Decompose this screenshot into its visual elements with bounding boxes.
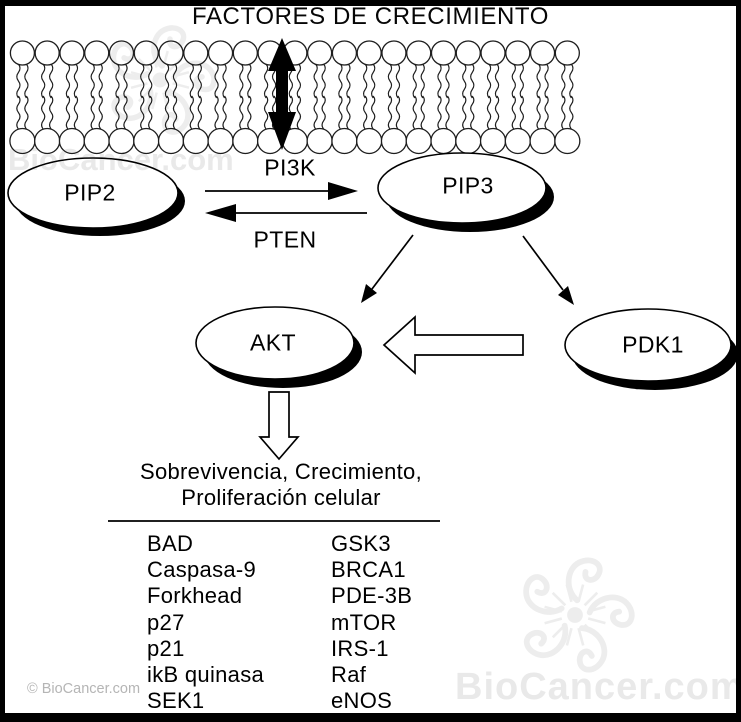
target-item: BAD xyxy=(147,531,194,556)
node-pip2-label: PIP2 xyxy=(64,179,116,206)
target-item: PDE-3B xyxy=(331,583,413,609)
outcomes-line-2: Proliferación celular xyxy=(181,485,381,510)
outcomes-line-1: Sobrevivencia, Crecimiento, xyxy=(140,459,422,484)
target-item: eNOS xyxy=(331,688,393,714)
lipid-bilayer-membrane xyxy=(9,40,581,155)
target-item: p27 xyxy=(147,609,185,635)
enzyme-pten-label: PTEN xyxy=(253,226,317,253)
node-pip2 xyxy=(7,157,185,236)
node-pip3-label: PIP3 xyxy=(442,172,494,199)
target-item: Forkhead xyxy=(147,583,243,609)
target-item: mTOR xyxy=(331,609,397,635)
arrow-pip2-to-pip3 xyxy=(205,182,358,200)
enzyme-pi3k-label: PI3K xyxy=(264,154,316,181)
block-arrow-pdk1-to-akt xyxy=(382,315,524,375)
arrow-pip3-to-pdk1 xyxy=(522,235,574,305)
target-item: ikB quinasa xyxy=(147,662,265,688)
target-item: Caspasa-9 xyxy=(147,557,257,583)
node-pip3 xyxy=(377,152,554,232)
target-item: IRS-1 xyxy=(331,635,389,661)
block-arrow-akt-down xyxy=(258,391,300,461)
target-item: BRCA1 xyxy=(331,557,406,583)
outcomes-text: Sobrevivencia, Crecimiento, Proliferació… xyxy=(100,459,462,511)
node-pdk1 xyxy=(564,308,738,390)
target-list-left: BAD Caspasa-9 Forkhead p27 p21 ikB quina… xyxy=(147,531,264,714)
node-akt xyxy=(195,306,362,388)
target-list-right: GSK3 BRCA1 PDE-3B mTOR IRS-1 Raf eNOS xyxy=(331,531,412,714)
target-item: GSK3 xyxy=(331,531,391,556)
target-item: p21 xyxy=(147,635,185,661)
node-akt-label: AKT xyxy=(250,329,296,356)
node-pdk1-label: PDK1 xyxy=(622,331,684,358)
arrow-pip3-to-akt xyxy=(361,234,414,303)
target-item: SEK1 xyxy=(147,688,205,714)
arrow-pip3-to-pip2 xyxy=(205,204,367,222)
diagram-title: FACTORES DE CRECIMIENTO xyxy=(192,3,549,30)
target-item: Raf xyxy=(331,662,367,688)
membrane-double-arrow-icon xyxy=(268,38,296,150)
